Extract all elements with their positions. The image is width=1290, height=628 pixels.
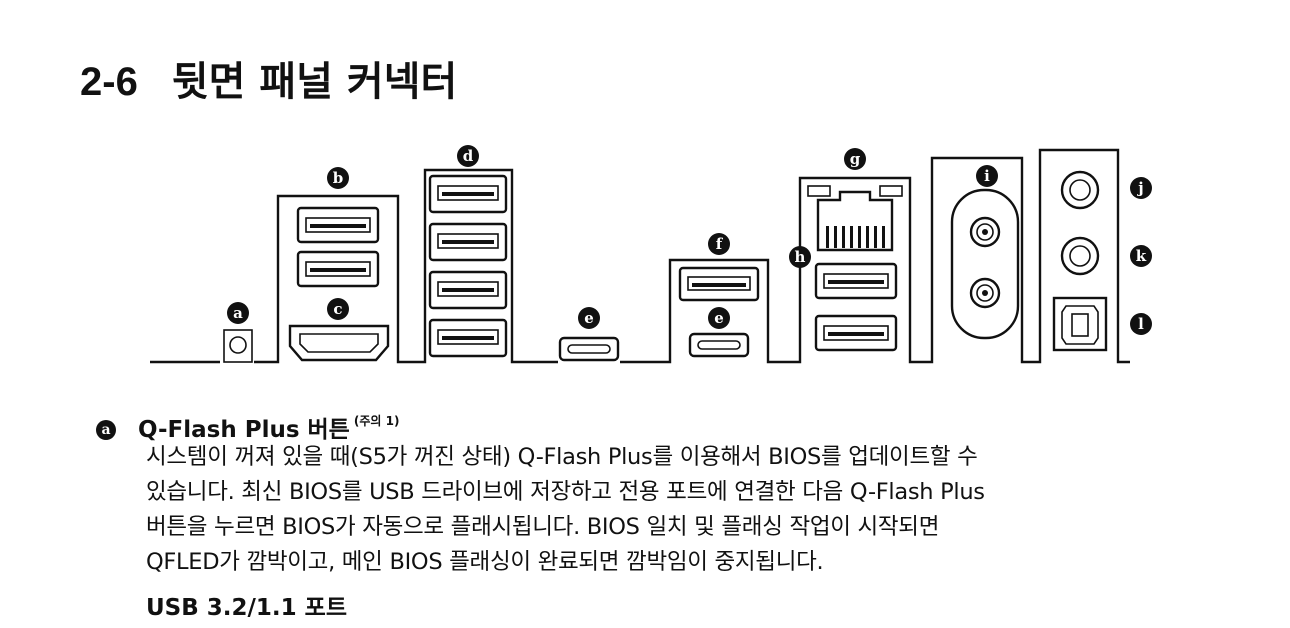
- callout-h: h: [789, 246, 811, 268]
- svg-text:k: k: [1136, 247, 1147, 265]
- callout-b: b: [327, 167, 349, 189]
- callout-c: c: [327, 298, 349, 320]
- item-a-description: 시스템이 꺼져 있을 때(S5가 꺼진 상태) Q-Flash Plus를 이용…: [146, 440, 1256, 580]
- callout-a: a: [227, 302, 249, 324]
- section-title: 뒷면 패널 커넥터: [171, 59, 458, 105]
- svg-text:l: l: [1138, 315, 1144, 333]
- item-a-bullet: a: [96, 420, 116, 440]
- usb-type-c-port-1: [558, 336, 620, 362]
- page-title: 2-6 뒷면 패널 커넥터: [80, 52, 457, 112]
- svg-text:h: h: [795, 248, 806, 266]
- callout-k: k: [1130, 245, 1152, 267]
- next-item-heading: USB 3.2/1.1 포트: [146, 595, 347, 621]
- usb-port-group-h: [814, 262, 898, 352]
- item-a-note: (주의 1): [353, 414, 400, 428]
- callout-d: d: [457, 145, 479, 167]
- callout-j: j: [1130, 177, 1152, 199]
- item-a-heading: a Q-Flash Plus 버튼(주의 1): [96, 403, 400, 443]
- svg-text:b: b: [333, 169, 344, 187]
- callout-e-2: e: [708, 307, 730, 329]
- callout-i: i: [976, 165, 998, 187]
- callout-e-1: e: [578, 307, 600, 329]
- section-number: 2-6: [80, 60, 138, 104]
- svg-text:i: i: [984, 167, 990, 185]
- callout-f: f: [708, 233, 730, 255]
- svg-text:a: a: [233, 304, 243, 322]
- usb-port-group-d: [428, 174, 508, 358]
- optical-spdif-out: [1052, 296, 1108, 352]
- description-line: 있습니다. 최신 BIOS를 USB 드라이브에 저장하고 전용 포트에 연결한…: [146, 479, 985, 505]
- svg-text:d: d: [463, 147, 474, 165]
- audio-jacks: [1060, 170, 1100, 276]
- rear-panel-diagram: a b c d e f e g h i j k l: [150, 145, 1152, 364]
- callout-g: g: [844, 148, 866, 170]
- antenna-connectors: [950, 188, 1020, 340]
- hdmi-port: [288, 324, 390, 362]
- svg-text:e: e: [714, 309, 724, 327]
- description-line: 시스템이 꺼져 있을 때(S5가 꺼진 상태) Q-Flash Plus를 이용…: [146, 444, 978, 470]
- usb-port-f: [678, 266, 760, 302]
- callout-l: l: [1130, 313, 1152, 335]
- lan-port: [807, 185, 903, 252]
- panel-outline: [150, 148, 1130, 364]
- description-line: 버튼을 누르면 BIOS가 자동으로 플래시됩니다. BIOS 일치 및 플래싱…: [146, 514, 940, 540]
- svg-text:f: f: [716, 235, 724, 253]
- svg-text:j: j: [1136, 179, 1143, 197]
- item-a-title: Q-Flash Plus 버튼: [138, 417, 350, 443]
- svg-text:c: c: [333, 300, 342, 318]
- svg-text:e: e: [584, 309, 594, 327]
- usb-type-c-port-2: [688, 332, 750, 358]
- usb-port-group-b: [296, 206, 380, 288]
- svg-text:g: g: [850, 150, 861, 168]
- description-line: QFLED가 깜박이고, 메인 BIOS 플래싱이 완료되면 깜박임이 중지됩니…: [146, 549, 824, 575]
- qflash-plus-button: [223, 329, 253, 363]
